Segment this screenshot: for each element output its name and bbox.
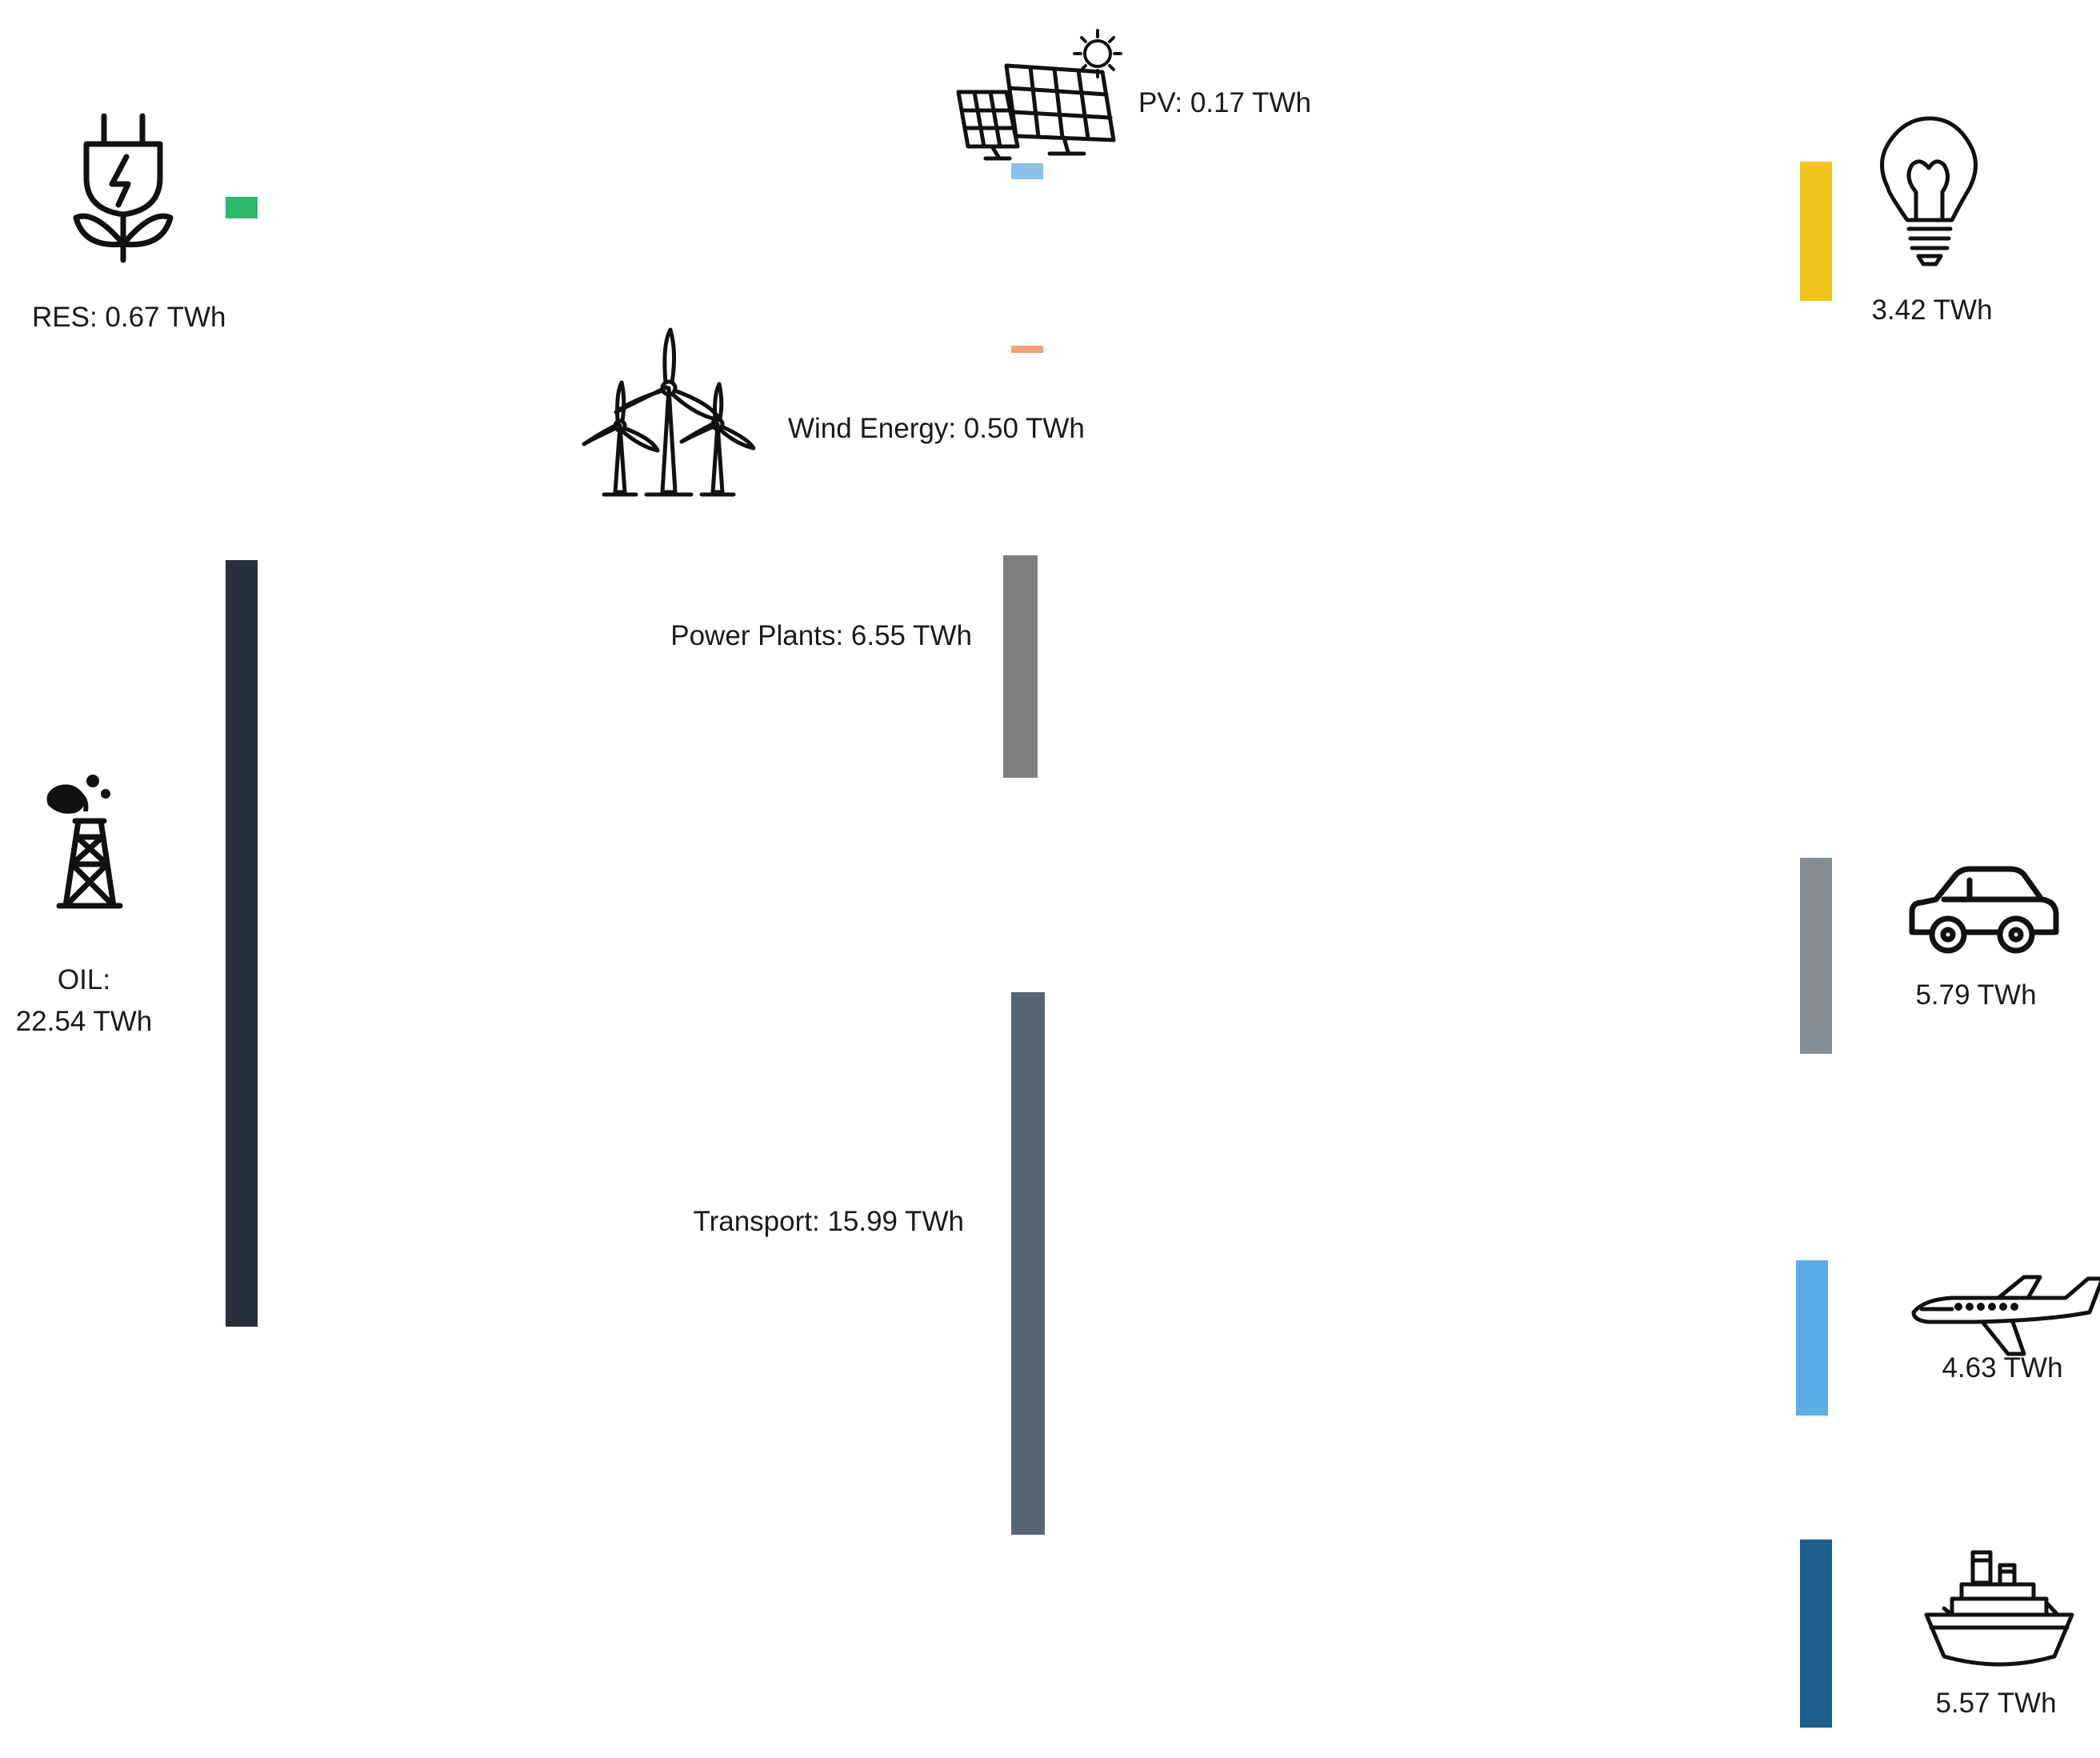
airplane-icon <box>1911 1275 2100 1356</box>
label-transport: Transport: 15.99 TWh <box>694 1206 964 1237</box>
link-wind-electricity <box>1040 179 1800 353</box>
label-cars: 5.79 TWh <box>1915 979 2036 1011</box>
label-res: RES: 0.67 TWh <box>32 302 226 333</box>
link-oil-transport <box>258 782 1011 1532</box>
car-icon <box>1909 866 2059 954</box>
wind-turbine-icon <box>582 327 756 497</box>
label-power-plants: Power Plants: 6.55 TWh <box>670 620 972 651</box>
node-transport <box>1011 992 1045 1535</box>
node-aviation <box>1796 1260 1828 1416</box>
labels: RES: 0.67 TWh PV: 0.17 TWh Wind Energy: … <box>16 87 2063 1719</box>
nodes <box>226 162 1832 1728</box>
light-bulb-icon <box>1880 116 1978 266</box>
label-wind: Wind Energy: 0.50 TWh <box>788 413 1085 444</box>
solar-panel-icon <box>956 63 1116 161</box>
link-res-pv <box>258 170 1014 212</box>
oil-derrick-icon <box>46 775 123 909</box>
label-aviation: 4.63 TWh <box>1942 1352 2062 1384</box>
node-cars <box>1800 858 1832 1054</box>
label-shipping: 5.57 TWh <box>1935 1688 2056 1719</box>
label-oil-line2: 22.54 TWh <box>16 1006 153 1037</box>
ship-icon <box>1924 1550 2074 1667</box>
label-electricity: 3.42 TWh <box>1871 294 1992 326</box>
eco-plug-icon <box>73 113 174 263</box>
node-shipping <box>1800 1540 1832 1728</box>
node-pv <box>1011 163 1043 179</box>
link-transport-aviation <box>1045 1187 1798 1416</box>
link-transport-cars <box>1045 858 1800 1187</box>
node-power-plants <box>1003 555 1038 778</box>
sun-icon <box>1073 29 1122 78</box>
label-pv: PV: 0.17 TWh <box>1138 87 1311 118</box>
label-oil-line1: OIL: <box>58 964 110 995</box>
link-transport-shipping <box>1045 1345 1800 1728</box>
link-oil-powerplants <box>258 552 1003 782</box>
link-pv-electricity <box>1040 160 1800 179</box>
link-res-wind <box>258 212 1014 353</box>
node-electricity <box>1800 162 1832 301</box>
node-oil <box>226 560 258 1327</box>
node-res <box>226 197 258 218</box>
node-wind <box>1011 346 1043 353</box>
link-powerplants-electricity <box>1038 183 1800 671</box>
